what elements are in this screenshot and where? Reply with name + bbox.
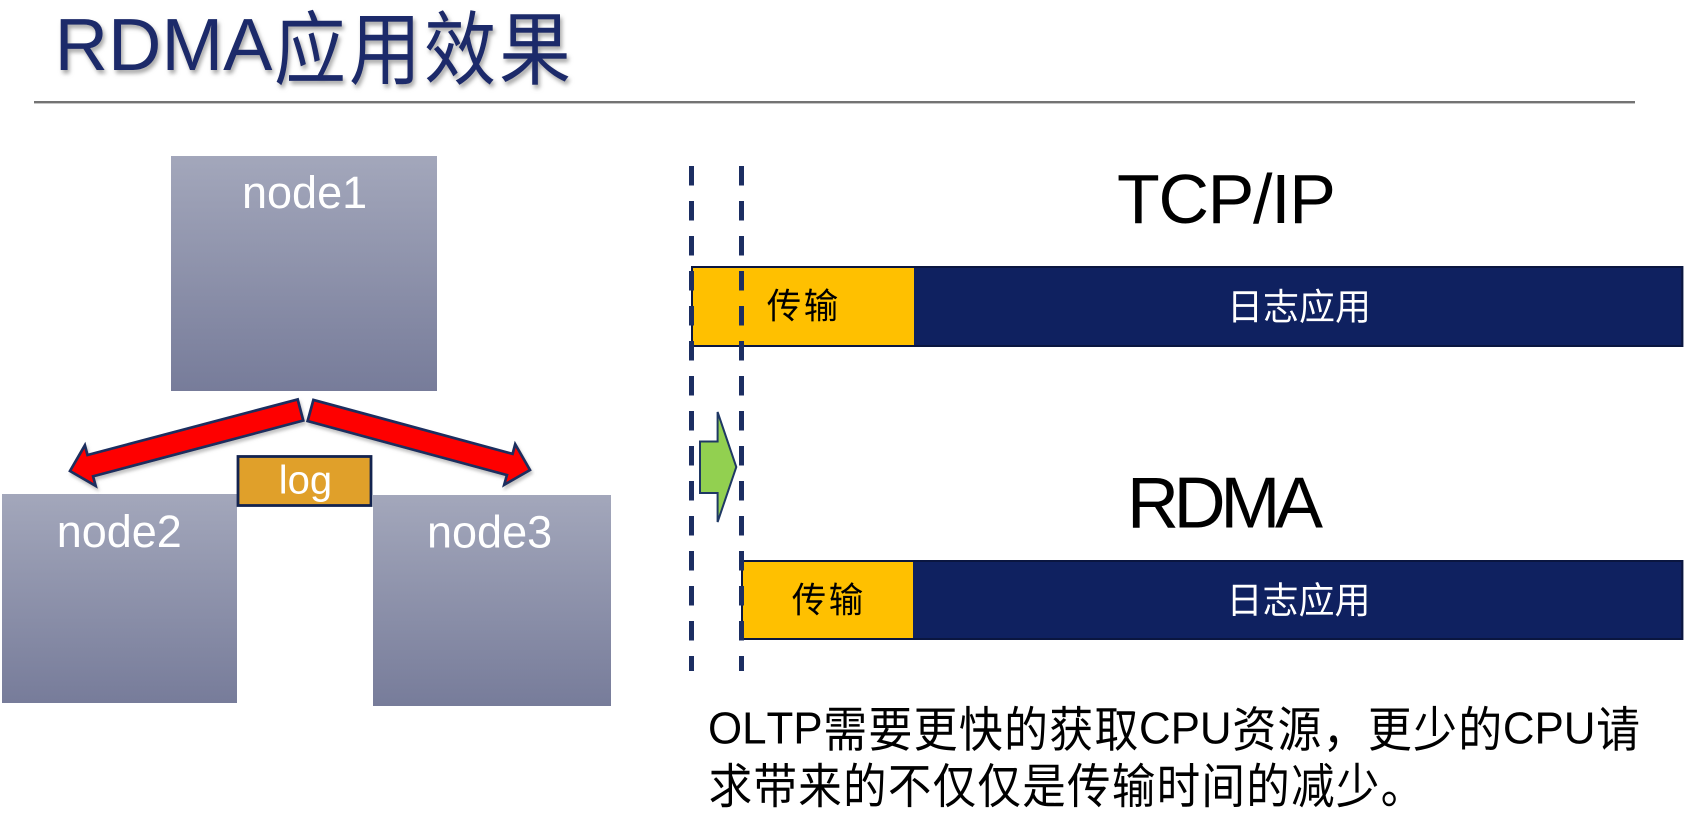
svg-text:RDMA: RDMA xyxy=(1127,464,1323,544)
svg-text:node2: node2 xyxy=(57,506,182,557)
svg-text:node3: node3 xyxy=(427,507,552,558)
svg-text:log: log xyxy=(279,459,332,503)
svg-text:node1: node1 xyxy=(242,167,367,218)
svg-text:TCP/IP: TCP/IP xyxy=(1117,160,1336,238)
